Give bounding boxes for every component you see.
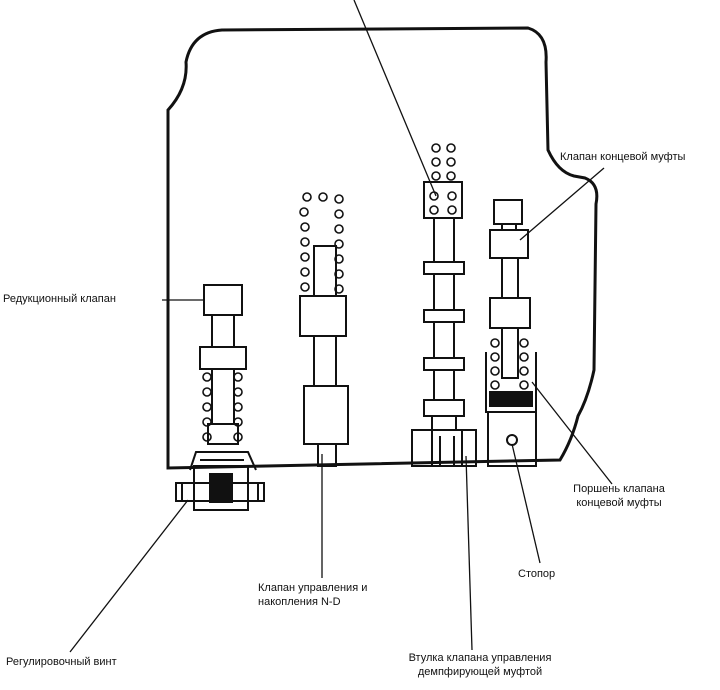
label-end-clutch-piston: Поршень клапана концевой муфты [560,482,678,510]
reduction-valve [199,284,247,445]
end-clutch-valve [485,199,537,467]
nd-control-valve [299,192,349,467]
label-damper-sleeve-line2: демпфирующей муфтой [417,666,543,678]
valve-body-housing [166,26,599,470]
leader-top [353,0,437,197]
label-end-clutch-valve: Клапан концевой муфты [560,151,686,163]
label-nd-control-line2: накопления N-D [258,596,341,608]
label-reduction-valve: Редукционный клапан [3,293,116,305]
leader-end-clutch-piston [531,381,613,485]
leader-damper-sleeve [465,455,473,651]
stopper [487,411,537,467]
leader-end-clutch-valve [519,167,605,241]
damper-valve-top-spring [431,143,456,181]
label-damper-sleeve: Втулка клапана управления демпфирующей м… [388,651,572,679]
adjust-screw-assembly [175,451,265,511]
label-nd-control-line1: Клапан управления и [258,582,368,594]
damper-control-valve [411,143,477,467]
damper-valve-sleeve [411,429,477,467]
label-end-clutch-piston-line2: концевой муфты [576,497,662,509]
leader-stopper [511,443,541,564]
label-nd-control: Клапан управления и накопления N-D [258,581,367,609]
nd-control-spring [299,192,344,294]
label-end-clutch-piston-line1: Поршень клапана [573,483,665,495]
label-adjust-screw: Регулировочный винт [6,656,117,668]
label-damper-sleeve-line1: Втулка клапана управления [408,652,552,664]
label-stopper: Стопор [518,568,556,580]
end-clutch-spring [490,338,529,390]
leader-lines [69,0,613,653]
leader-adjust-screw [69,499,189,653]
